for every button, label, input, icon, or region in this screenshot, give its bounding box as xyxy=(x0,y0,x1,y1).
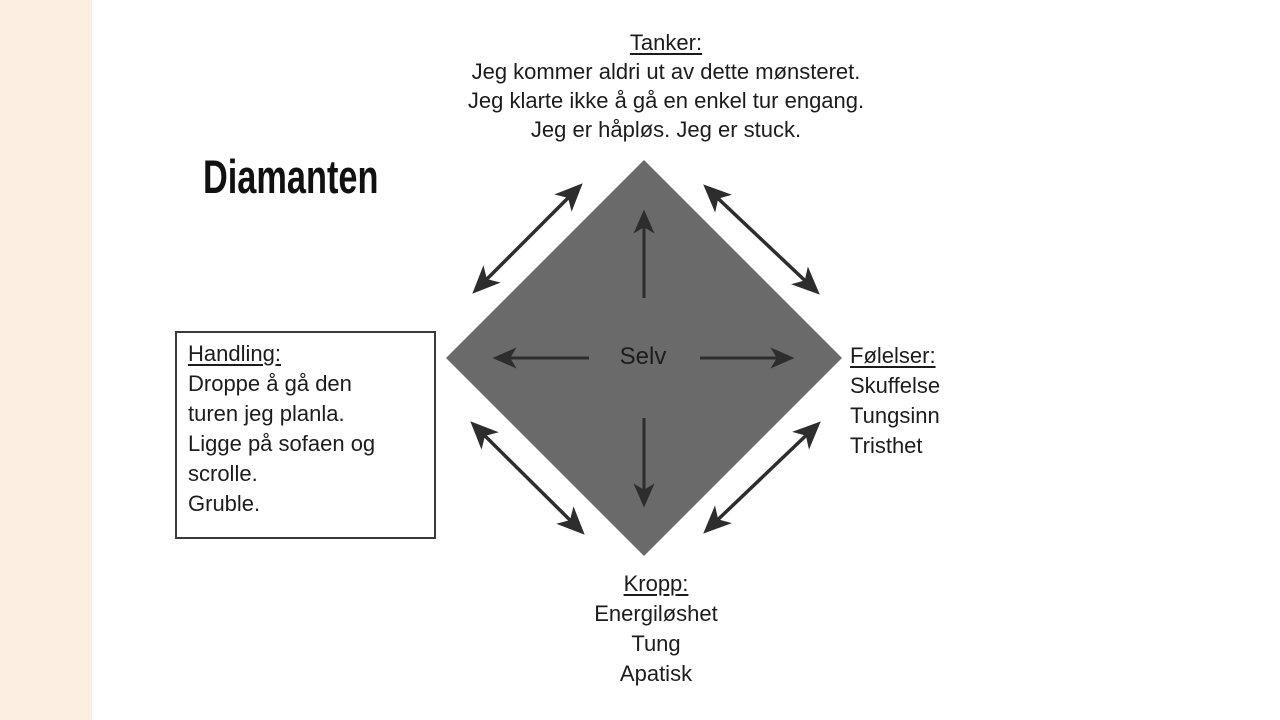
node-handling: Handling: Droppe å gå den turen jeg plan… xyxy=(175,331,436,539)
node-folelser: Følelser: Skuffelse Tungsinn Tristhet xyxy=(850,341,1070,461)
node-handling-lines: Droppe å gå den turen jeg planla. Ligge … xyxy=(188,371,376,516)
diamond-center-label: Selv xyxy=(619,343,667,370)
double-arrow-bottom-left-icon xyxy=(470,421,585,535)
double-arrow-top-left-icon xyxy=(472,183,583,294)
double-arrow-bottom-right-icon xyxy=(703,421,821,534)
node-kropp-heading: Kropp: xyxy=(623,571,689,596)
node-kropp-lines: Energiløshet Tung Apatisk xyxy=(594,601,718,686)
node-handling-heading: Handling: xyxy=(188,341,281,366)
left-stripe xyxy=(0,0,92,720)
node-tanker: Tanker: Jeg kommer aldri ut av dette møn… xyxy=(326,28,1006,144)
double-arrow-top-right-icon xyxy=(703,184,820,295)
node-folelser-lines: Skuffelse Tungsinn Tristhet xyxy=(850,373,941,458)
page-title: Diamanten xyxy=(203,150,379,203)
node-tanker-lines: Jeg kommer aldri ut av dette mønsteret. … xyxy=(467,59,865,142)
node-tanker-heading: Tanker: xyxy=(629,30,703,55)
node-kropp: Kropp: Energiløshet Tung Apatisk xyxy=(506,569,806,689)
node-folelser-heading: Følelser: xyxy=(850,343,936,368)
